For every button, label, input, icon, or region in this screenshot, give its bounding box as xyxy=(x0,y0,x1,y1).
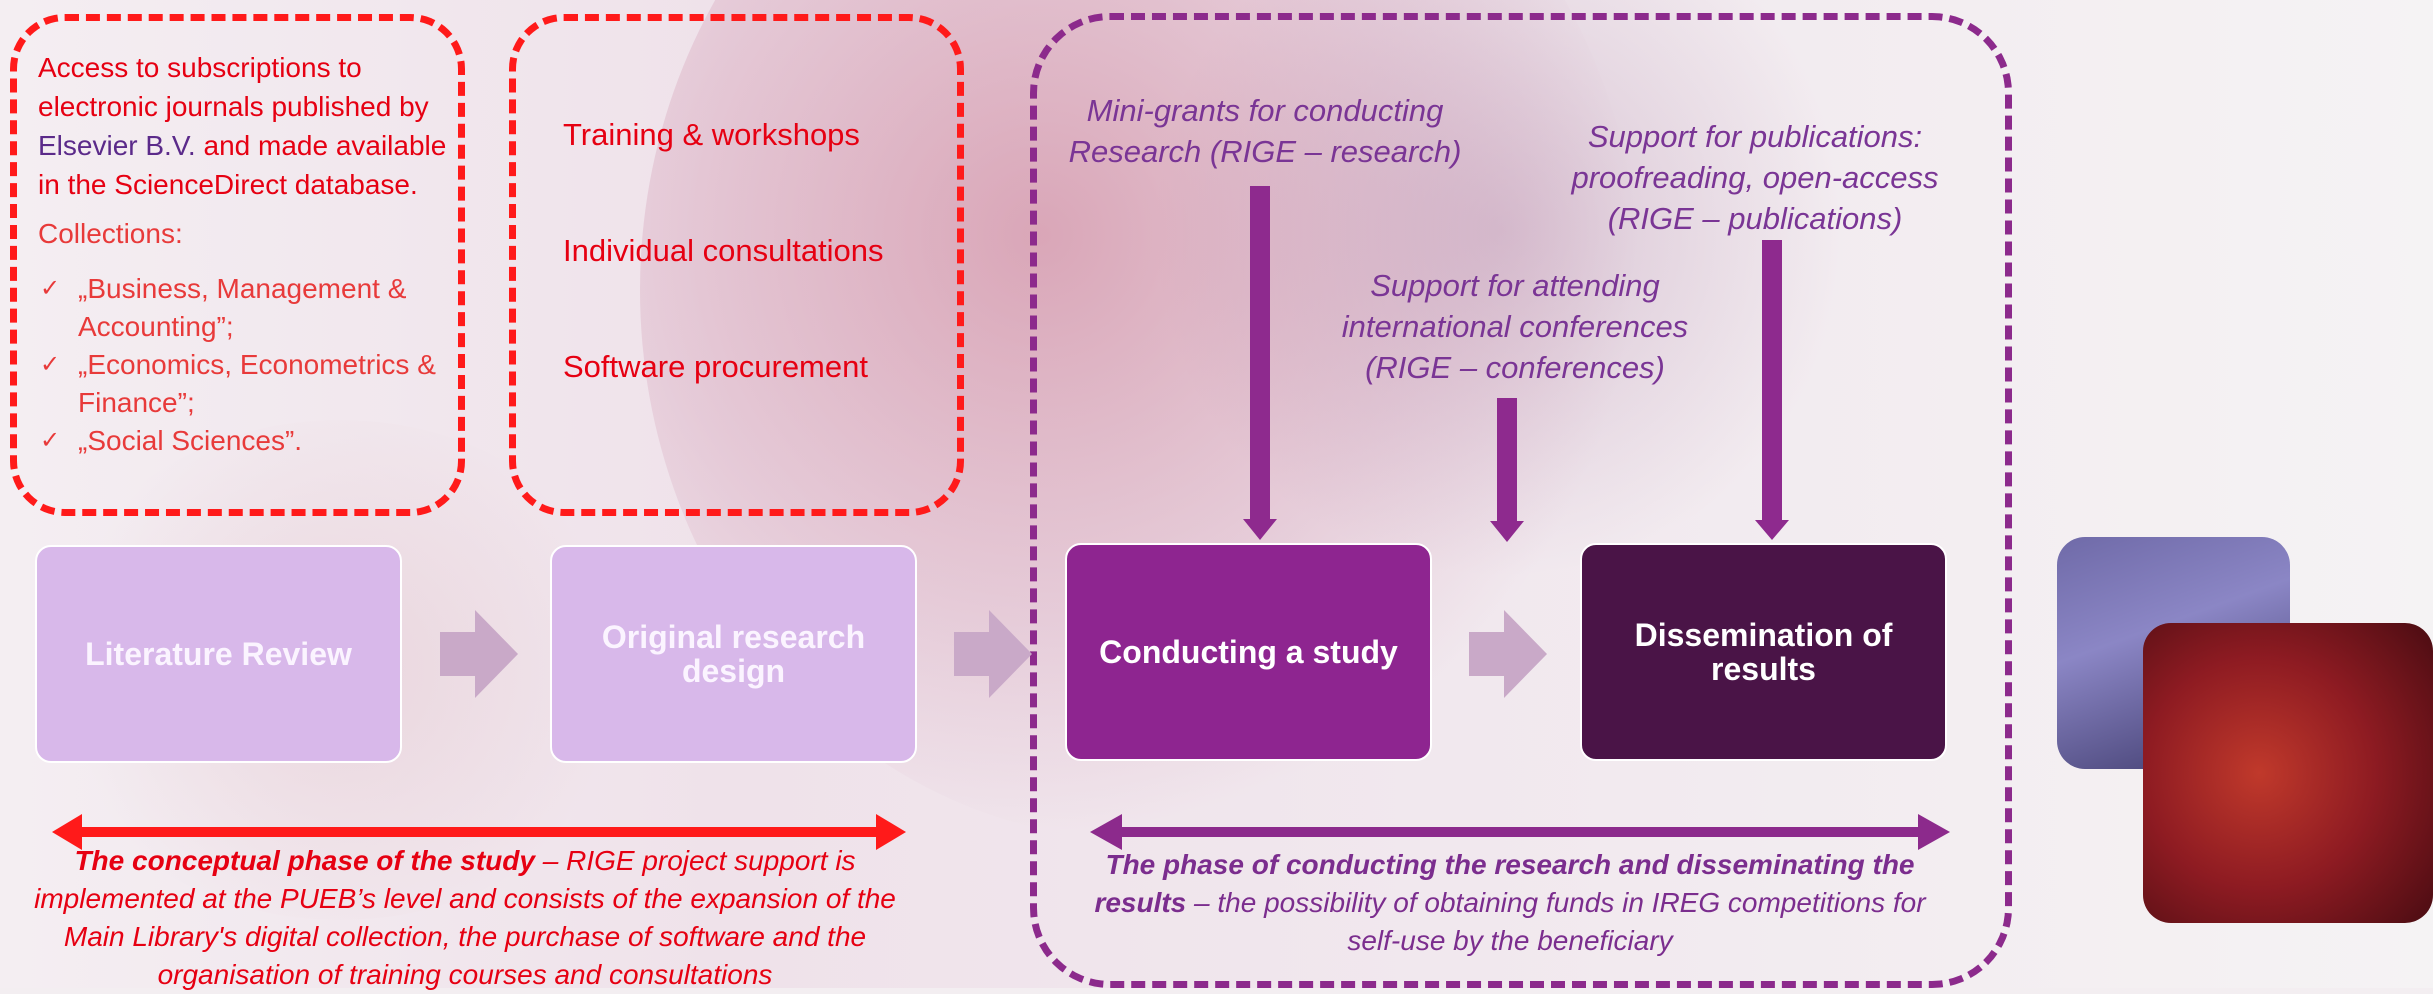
collections-label: Collections: xyxy=(38,218,183,249)
step-literature-review: Literature Review xyxy=(35,545,402,763)
data-code-photo xyxy=(2143,623,2433,923)
services-frame xyxy=(509,14,964,516)
check-icon: ✓ xyxy=(40,427,61,454)
check-icon: ✓ xyxy=(40,275,61,302)
chevron-arrow-1 xyxy=(440,610,518,698)
support-research-label: Mini-grants for conducting Research (RIG… xyxy=(1068,93,1462,169)
step-conducting-study: Conducting a study xyxy=(1065,543,1432,761)
step-original-research-design: Original research design xyxy=(550,545,917,763)
service-software: Software procurement xyxy=(563,349,868,384)
service-consultations: Individual consultations xyxy=(563,233,884,268)
publisher-name: Elsevier B.V. xyxy=(38,130,196,161)
down-arrow-conferences xyxy=(1490,398,1524,542)
support-conferences-label: Support for attending international conf… xyxy=(1341,268,1689,385)
chevron-arrow-2 xyxy=(954,610,1032,698)
collections-list: ✓„Business, Management & Accounting”; ✓„… xyxy=(38,270,468,460)
list-item: ✓„Economics, Econometrics & Finance”; xyxy=(38,346,468,422)
service-training: Training & workshops xyxy=(563,117,860,152)
support-publications-label: Support for publications: proofreading, … xyxy=(1571,119,1939,236)
list-item: ✓„Business, Management & Accounting”; xyxy=(38,270,468,346)
down-arrow-research xyxy=(1243,186,1277,540)
down-arrow-publications xyxy=(1755,240,1789,540)
library-access-text: Access to subscriptions to electronic jo… xyxy=(38,52,447,200)
chevron-arrow-3 xyxy=(1469,610,1547,698)
research-phase-arrow xyxy=(1090,814,1950,850)
research-phase-caption: The phase of conducting the research and… xyxy=(1094,849,1926,956)
conceptual-phase-caption: The conceptual phase of the study – RIGE… xyxy=(34,845,896,990)
list-item: ✓„Social Sciences”. xyxy=(38,422,468,460)
library-frame xyxy=(10,14,465,516)
step-dissemination: Dissemination of results xyxy=(1580,543,1947,761)
conceptual-phase-arrow xyxy=(52,814,906,850)
check-icon: ✓ xyxy=(40,351,61,378)
research-phase-frame xyxy=(1030,13,2012,988)
